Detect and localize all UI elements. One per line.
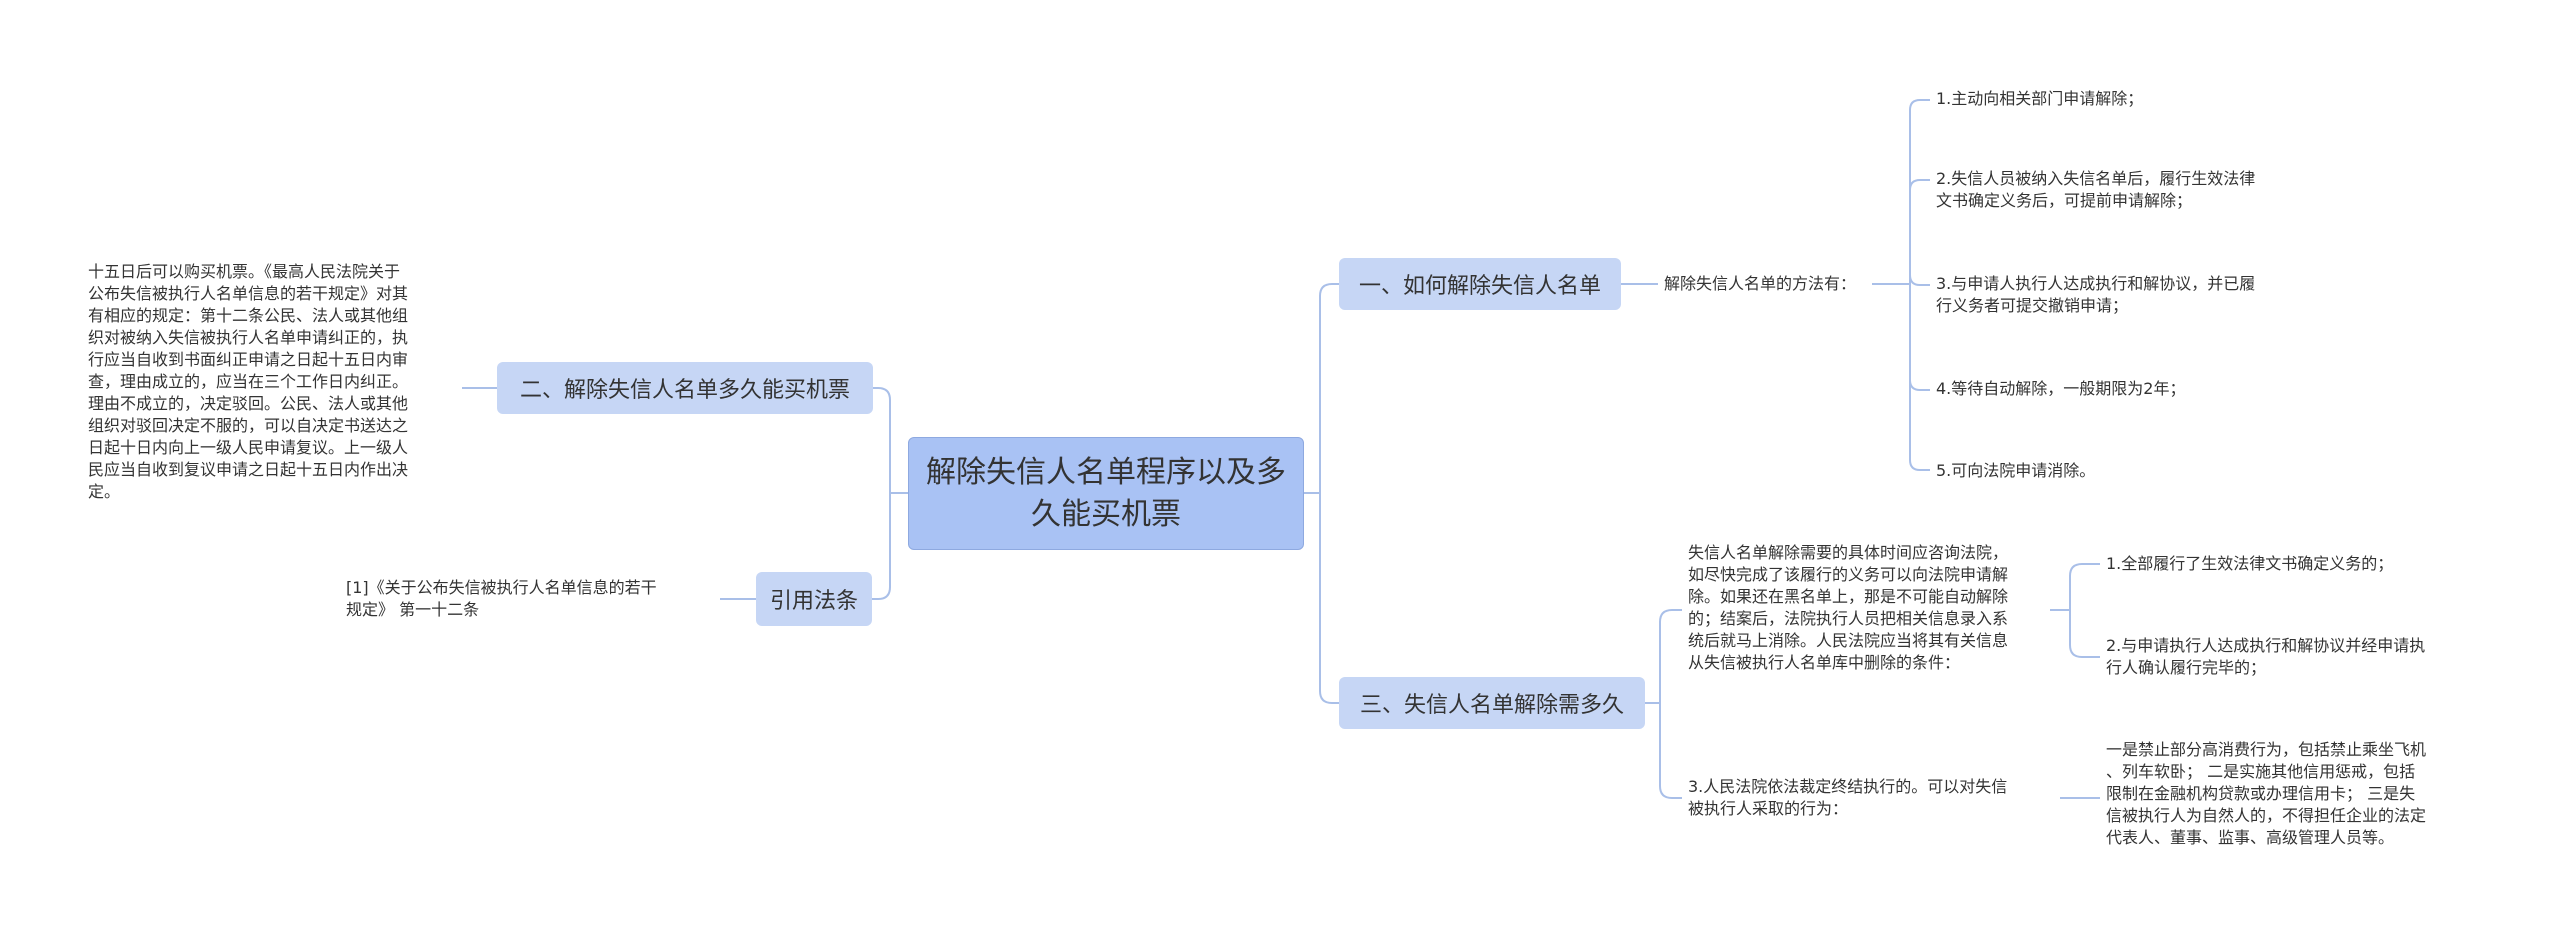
branch-cited-law[interactable]: 引用法条 (756, 572, 872, 626)
method-item-2: 2.失信人员被纳入失信名单后，履行生效法律 文书确定义务后，可提前申请解除； (1936, 169, 2256, 210)
methods-label: 解除失信人名单的方法有： (1664, 274, 1857, 293)
removal-conditions-text: 失信人名单解除需要的具体时间应咨询法院， 如尽快完成了该履行的义务可以向法院申请… (1688, 543, 2009, 672)
root-node[interactable]: 解除失信人名单程序以及多久能买机票 (908, 437, 1304, 550)
method-item-1: 1.主动向相关部门申请解除； (1936, 89, 2144, 108)
method-item-3: 3.与申请人执行人达成执行和解协议，并已履 行义务者可提交撤销申请； (1936, 274, 2256, 315)
method-item-4: 4.等待自动解除，一般期限为2年； (1936, 379, 2186, 398)
link-root-ref (872, 493, 891, 600)
link-b3-sub1 (1659, 609, 1682, 703)
measures-text: 一是禁止部分高消费行为，包括禁止乘坐飞机 、列车软卧； 二是实施其他信用惩戒，包… (2106, 740, 2427, 847)
link-root-b2 (873, 387, 891, 493)
termination-text: 3.人民法院依法裁定终结执行的。可以对失信 被执行人采取的行为： (1688, 777, 2008, 818)
link-root-b3 (1319, 493, 1339, 704)
link-method-2 (1909, 179, 1930, 284)
branch-how-to-remove[interactable]: 一、如何解除失信人名单 (1339, 258, 1621, 310)
link-method-1 (1909, 99, 1930, 284)
branch-ticket-timing[interactable]: 二、解除失信人名单多久能买机票 (497, 362, 873, 414)
link-b3-sub2 (1659, 703, 1682, 799)
link-method-4 (1909, 284, 1930, 391)
branch-removal-duration[interactable]: 三、失信人名单解除需多久 (1339, 677, 1645, 729)
link-cond-1 (2069, 563, 2100, 610)
link-cond-2 (2069, 610, 2100, 658)
root-title: 解除失信人名单程序以及多久能买机票 (926, 454, 1286, 532)
link-method-5 (1909, 284, 1930, 471)
condition-item-1: 1.全部履行了生效法律文书确定义务的； (2106, 554, 2394, 573)
ticket-timing-text: 十五日后可以购买机票。《最高人民法院关于 公布失信被执行人名单信息的若干规定》对… (88, 262, 409, 501)
cited-law-text: [1]《关于公布失信被执行人名单信息的若干 规定》 第一十二条 (346, 578, 657, 619)
link-root-b1 (1319, 283, 1339, 493)
link-method-3 (1909, 274, 1930, 286)
condition-item-2: 2.与申请执行人达成执行和解协议并经申请执 行人确认履行完毕的； (2106, 636, 2426, 677)
method-item-5: 5.可向法院申请消除。 (1936, 461, 2096, 480)
